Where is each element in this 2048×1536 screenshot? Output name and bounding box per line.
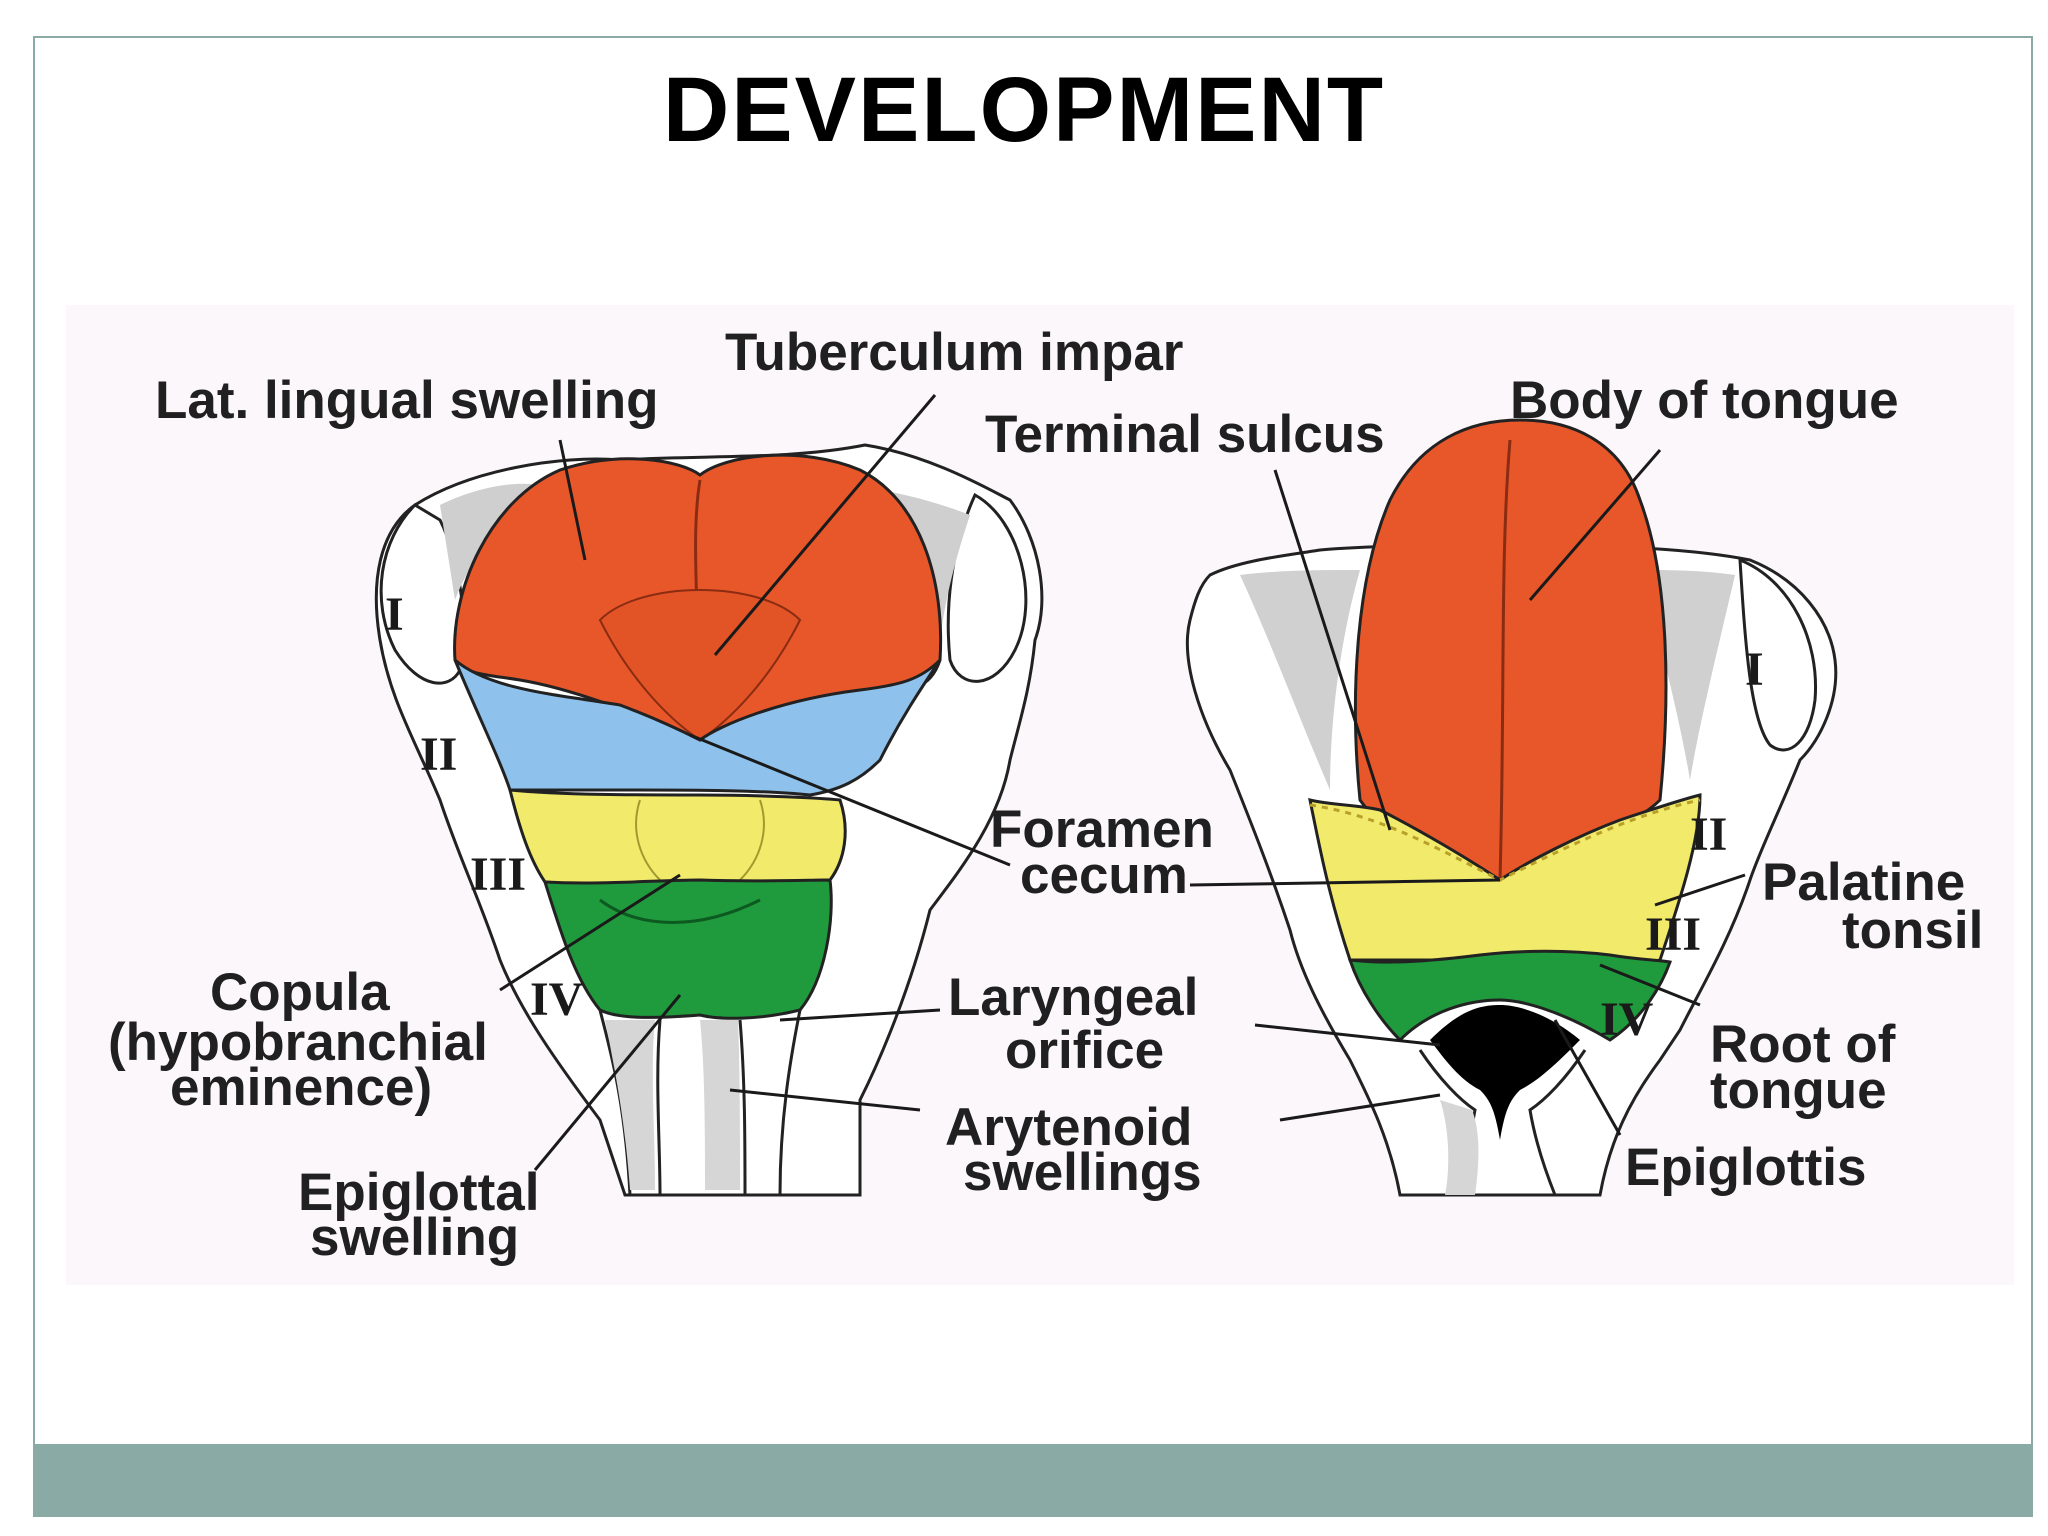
right-tongue-groove bbox=[1498, 439, 1512, 881]
left-numeral-3: III bbox=[470, 848, 526, 901]
leader-foramen-right bbox=[1189, 878, 1501, 887]
leader-arytenoid-right bbox=[1279, 1093, 1441, 1122]
left-arch-numerals: I II III IV bbox=[385, 588, 584, 1026]
label-foramen-line1: Foramen bbox=[990, 800, 1214, 859]
label-tuberculum-impar: Tuberculum impar bbox=[725, 323, 1183, 382]
leader-palatine-tonsil bbox=[1654, 873, 1746, 907]
label-body-of-tongue: Body of tongue bbox=[1510, 371, 1899, 430]
left-fourth-arch-groove bbox=[599, 898, 761, 924]
right-numeral-2: II bbox=[1690, 808, 1727, 861]
right-arch-one-outline bbox=[1738, 557, 1818, 752]
left-third-arch bbox=[508, 788, 847, 887]
leader-foramen-left bbox=[689, 733, 1011, 867]
right-epiglottis bbox=[1347, 949, 1672, 1043]
left-labels: Lat. lingual swelling Tuberculum impar C… bbox=[108, 323, 1183, 1267]
leader-laryngeal-left bbox=[779, 1008, 941, 1022]
right-arch-numerals: I II III IV bbox=[1600, 643, 1764, 1046]
slide-title: DEVELOPMENT bbox=[662, 59, 1386, 161]
leader-root-of-tongue bbox=[1599, 963, 1701, 1007]
label-copula-line1: Copula bbox=[210, 963, 390, 1022]
label-lat-lingual-swelling: Lat. lingual swelling bbox=[155, 371, 659, 430]
label-palatine-line2: tonsil bbox=[1842, 901, 1983, 960]
label-copula-line3: eminence) bbox=[170, 1058, 432, 1117]
right-numeral-3: III bbox=[1645, 908, 1701, 961]
leader-body-of-tongue bbox=[1528, 449, 1662, 601]
right-body-of-tongue bbox=[1353, 418, 1668, 882]
leader-epiglottal bbox=[533, 994, 682, 1171]
left-shading-upper bbox=[440, 483, 540, 600]
right-laryngeal-orifice bbox=[1430, 1005, 1580, 1140]
left-numeral-1: I bbox=[385, 588, 404, 641]
label-arytenoid-line2: swellings bbox=[963, 1143, 1202, 1202]
right-shading-left bbox=[1240, 570, 1360, 790]
left-numeral-2: II bbox=[420, 728, 457, 781]
left-specimen bbox=[374, 443, 1044, 1197]
label-epiglottis: Epiglottis bbox=[1625, 1138, 1866, 1197]
right-numeral-1: I bbox=[1745, 643, 1764, 696]
right-root-yellow bbox=[1308, 793, 1702, 970]
left-impar-outline bbox=[598, 589, 802, 742]
label-foramen-line2: cecum bbox=[1020, 846, 1188, 905]
label-root-line1: Root of bbox=[1710, 1015, 1896, 1074]
left-second-arch bbox=[453, 658, 942, 797]
leader-copula bbox=[499, 873, 681, 992]
right-numeral-4: IV bbox=[1600, 993, 1654, 1046]
leader-arytenoid-left bbox=[729, 1088, 921, 1112]
left-laryngeal-shading bbox=[605, 1020, 655, 1190]
label-root-line2: tongue bbox=[1710, 1061, 1887, 1120]
label-copula-line2: (hypobranchial bbox=[108, 1013, 488, 1072]
leader-lines bbox=[499, 394, 1746, 1171]
footer-bar bbox=[33, 1444, 2033, 1517]
label-palatine-line1: Palatine bbox=[1762, 853, 1965, 912]
leader-laryngeal-right bbox=[1254, 1023, 1441, 1047]
center-labels: Terminal sulcus Foramen cecum Laryngeal … bbox=[945, 405, 1385, 1202]
right-labels: Body of tongue Palatine tonsil Root of t… bbox=[1510, 371, 1983, 1197]
leader-tuberculum-impar bbox=[713, 394, 937, 656]
label-epiglottal-line2: swelling bbox=[310, 1208, 519, 1267]
label-laryngeal-line2: orifice bbox=[1005, 1021, 1164, 1080]
label-laryngeal-line1: Laryngeal bbox=[948, 968, 1198, 1027]
label-epiglottal-line1: Epiglottal bbox=[298, 1163, 539, 1222]
left-third-arch-grooves bbox=[635, 799, 765, 881]
label-terminal-sulcus: Terminal sulcus bbox=[985, 405, 1385, 464]
right-specimen bbox=[1185, 418, 1838, 1197]
left-numeral-4: IV bbox=[530, 973, 584, 1026]
right-larynx-shading bbox=[1440, 1100, 1479, 1195]
leader-lat-lingual bbox=[558, 439, 587, 561]
leader-epiglottis bbox=[1553, 1019, 1622, 1136]
left-laryngeal-shading-2 bbox=[700, 1020, 740, 1190]
label-arytenoid-line1: Arytenoid bbox=[945, 1098, 1192, 1157]
leader-terminal-sulcus bbox=[1273, 469, 1392, 831]
